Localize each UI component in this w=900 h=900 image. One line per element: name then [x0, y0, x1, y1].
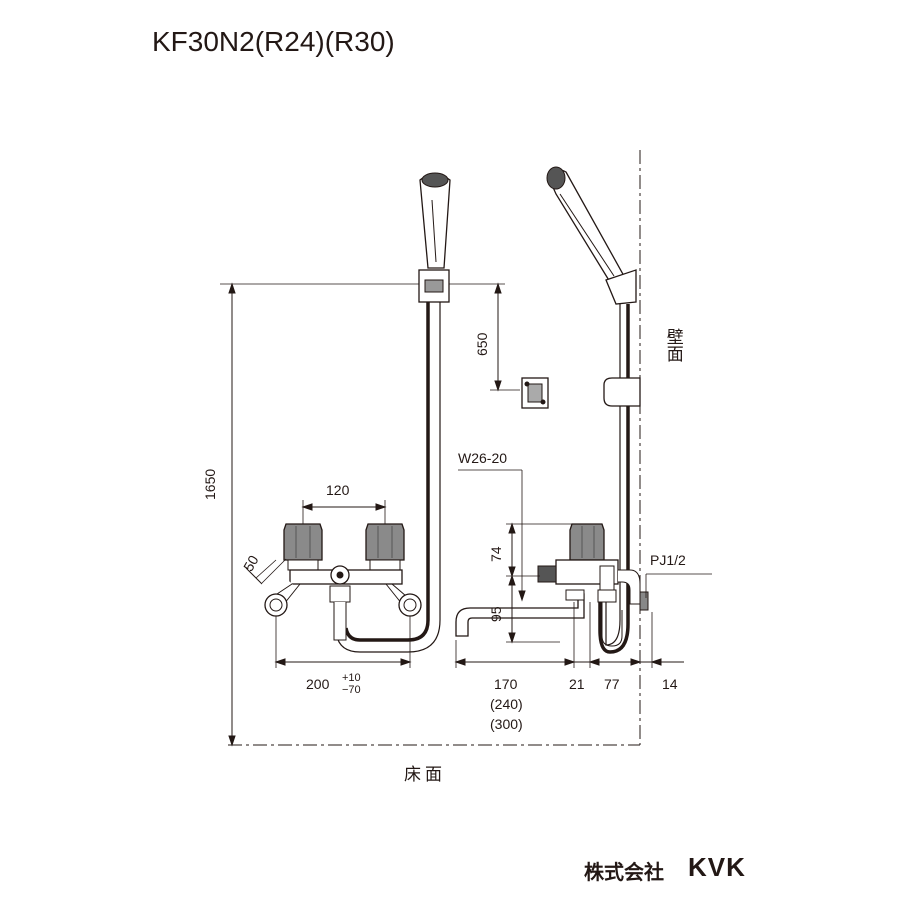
brand-logo: KVK: [688, 852, 746, 882]
front-shower-head: [419, 172, 451, 269]
front-hose: [335, 302, 441, 653]
dim-pj-lines: [645, 573, 712, 598]
dim-200-lines: [274, 616, 412, 668]
wall-label: 壁面: [662, 328, 683, 362]
hook-detail: [521, 377, 549, 409]
dim-1650-label: 1650: [202, 468, 218, 500]
dim-21-label: 21: [569, 676, 585, 692]
front-hook-holder: [418, 269, 450, 303]
dim-300-label: (300): [490, 716, 523, 732]
dim-200-label: 200: [306, 676, 330, 692]
side-hook: [603, 377, 641, 407]
dim-170-label: 170: [494, 676, 518, 692]
dim-50-lines: [245, 558, 287, 585]
side-shower: [546, 166, 637, 305]
front-right-handle: [365, 523, 405, 571]
dim-200-tol-plus: +10: [342, 672, 361, 684]
dim-bottom-lines: [454, 602, 684, 668]
thread-pj-label: PJ1/2: [650, 552, 686, 568]
page-title: KF30N2(R24)(R30): [152, 26, 395, 57]
dim-200-tol-minus: −70: [342, 684, 361, 696]
side-handle: [569, 523, 605, 561]
thread-w26-label: W26-20: [458, 450, 508, 466]
dim-650-label: 650: [474, 332, 490, 356]
dim-14-label: 14: [662, 676, 678, 692]
dim-95-label: 95: [488, 606, 504, 622]
side-body: [455, 559, 649, 647]
dim-77-label: 77: [604, 676, 620, 692]
dim-120-label: 120: [326, 482, 350, 498]
front-left-handle: [283, 523, 323, 571]
dim-74-label: 74: [488, 546, 504, 562]
dim-120-lines: [301, 500, 387, 524]
floor-label: 床面: [404, 765, 446, 785]
dim-1650-lines: [220, 282, 420, 747]
front-body: [264, 565, 422, 641]
dim-650-lines: [448, 282, 520, 392]
dim-240-label: (240): [490, 696, 523, 712]
dim-w26-lines: [458, 469, 526, 602]
dim-74-95-lines: [506, 522, 574, 644]
company-name: 株式会社: [584, 860, 664, 884]
